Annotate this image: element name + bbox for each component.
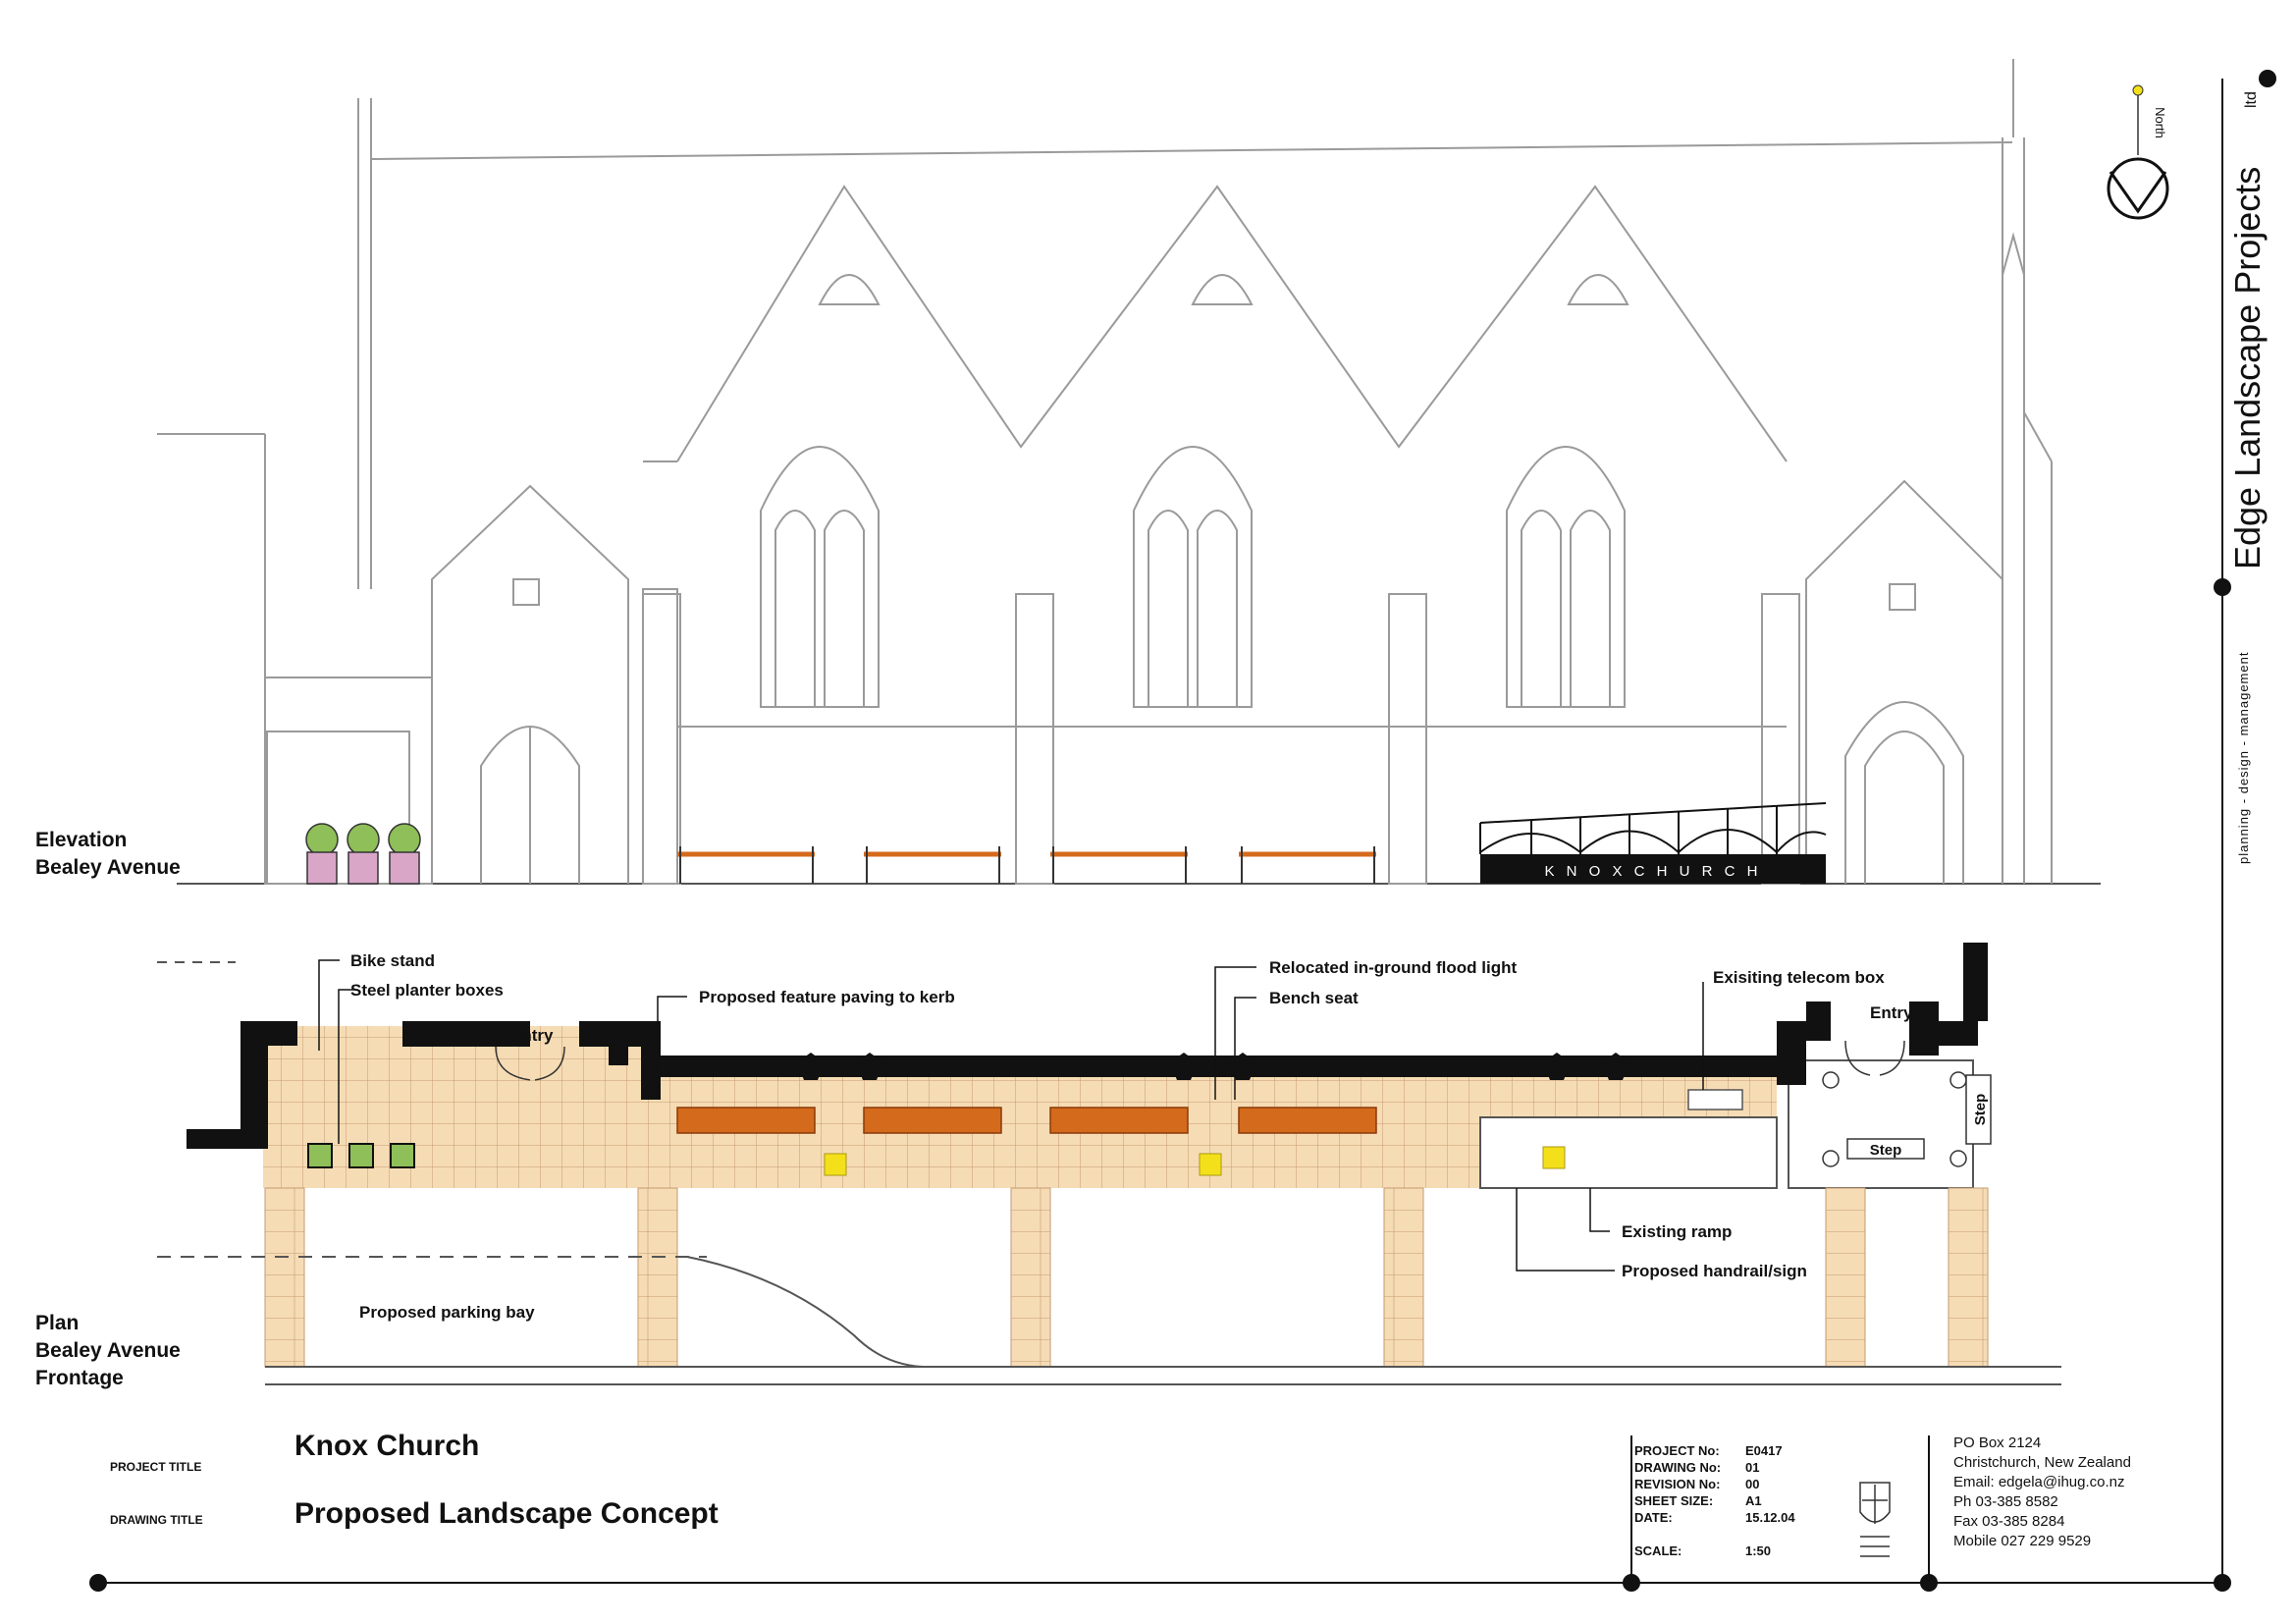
sheet-border (98, 79, 2223, 1584)
elevation-title-line2: Bealey Avenue (35, 856, 181, 879)
north-arrow-dot (2132, 84, 2144, 96)
planter-box-plan-2 (348, 1143, 374, 1168)
field-value-drawing-no: 01 (1745, 1460, 1759, 1475)
north-arrow: North (2107, 84, 2169, 220)
step-box-horizontal (1846, 1138, 1925, 1160)
porch-column-right (1949, 1150, 1967, 1167)
elevation-ramp-railing (1479, 802, 1827, 854)
bench-elevation-3 (1050, 846, 1188, 884)
field-label-sheet-size: SHEET SIZE: (1634, 1493, 1713, 1508)
kerb-lines (157, 961, 2061, 1385)
plan-title-line3: Frontage (35, 1367, 124, 1389)
flood-light-label: Relocated in-ground flood light (1269, 958, 1517, 977)
address-line-4: Ph 03-385 8582 (1953, 1493, 2058, 1510)
telecom-box-label: Exisiting telecom box (1713, 968, 1885, 987)
paving-pier-1 (264, 1187, 305, 1368)
field-value-date: 15.12.04 (1745, 1510, 1795, 1525)
address-line-2: Christchurch, New Zealand (1953, 1454, 2131, 1471)
planter-box-plan-3 (390, 1143, 415, 1168)
telecom-box (1687, 1089, 1743, 1110)
project-title: Knox Church (294, 1430, 479, 1462)
planter-box-elevation-2 (347, 823, 380, 885)
entry-column-right (1949, 1071, 1967, 1089)
plan-title-line2: Bealey Avenue (35, 1339, 181, 1362)
address-line-1: PO Box 2124 (1953, 1435, 2041, 1451)
knox-church-sign (1480, 854, 1826, 884)
project-info-fields: PROJECT No: E0417 DRAWING No: 01 REVISIO… (1634, 1443, 1795, 1558)
elevation-planter-boxes (305, 823, 421, 885)
porch-column-left (1822, 1150, 1840, 1167)
plan-title-line1: Plan (35, 1312, 79, 1334)
field-label-date: DATE: (1634, 1510, 1673, 1525)
bench-seat-plan-2 (863, 1107, 1002, 1134)
entry-column-left (1822, 1071, 1840, 1089)
field-label-drawing-no: DRAWING No: (1634, 1460, 1721, 1475)
step-vertical-label: Step (1972, 1094, 1989, 1126)
address-line-3: Email: edgela@ihug.co.nz (1953, 1474, 2125, 1490)
flood-light-2 (1199, 1153, 1222, 1176)
plan-flood-lights (824, 1146, 1566, 1176)
step-box-vertical (1965, 1074, 1992, 1145)
parking-bay-label: Proposed parking bay (359, 1303, 535, 1322)
planter-box-elevation-1 (305, 823, 339, 885)
entry-door-swings (495, 1040, 1905, 1081)
bench-elevation-4 (1239, 846, 1376, 884)
field-value-project-no: E0417 (1745, 1443, 1783, 1458)
handrail-sign-label: Proposed handrail/sign (1622, 1262, 1807, 1280)
flood-light-3 (1542, 1146, 1566, 1169)
bench-seat-plan-1 (676, 1107, 816, 1134)
buttress-markers (797, 1053, 1629, 1080)
building-wall-outline (187, 943, 1988, 1149)
drawing-title: Proposed Landscape Concept (294, 1497, 719, 1530)
steel-planter-label: Steel planter boxes (350, 981, 504, 1000)
company-name: Edge Landscape Projects (2227, 167, 2268, 569)
paving-pier-3 (1010, 1187, 1051, 1368)
bench-seat-label: Bench seat (1269, 989, 1359, 1007)
field-value-sheet-size: A1 (1745, 1493, 1762, 1508)
field-label-project-no: PROJECT No: (1634, 1443, 1720, 1458)
field-label-scale: SCALE: (1634, 1543, 1682, 1558)
bench-elevation-2 (864, 846, 1001, 884)
company-tagline: planning - design - management (2236, 652, 2251, 864)
field-label-revision-no: REVISION No: (1634, 1477, 1720, 1491)
address-line-6: Mobile 027 229 9529 (1953, 1533, 2091, 1549)
existing-ramp-label: Existing ramp (1622, 1222, 1732, 1241)
compass-icon (2107, 157, 2169, 220)
planter-box-plan-1 (307, 1143, 333, 1168)
company-suffix: ltd (2243, 91, 2260, 108)
field-value-revision-no: 00 (1745, 1477, 1759, 1491)
company-address: PO Box 2124 Christchurch, New Zealand Em… (1953, 1435, 2131, 1549)
bench-elevation-1 (677, 846, 815, 884)
church-elevation (157, 59, 2101, 885)
plan-planter-boxes (307, 1143, 415, 1168)
flood-light-1 (824, 1153, 847, 1176)
north-label: North (2153, 107, 2167, 138)
project-title-label: PROJECT TITLE (110, 1460, 201, 1474)
paving-pier-4 (1383, 1187, 1424, 1368)
address-line-5: Fax 03-385 8284 (1953, 1513, 2064, 1530)
paving-pier-2 (637, 1187, 678, 1368)
plan-benches (676, 1107, 1377, 1134)
knox-church-sign-text: K N O X C H U R C H (1544, 863, 1761, 880)
drawing-title-label: DRAWING TITLE (110, 1513, 203, 1527)
feature-paving-label: Proposed feature paving to kerb (699, 988, 955, 1006)
elevation-benches (677, 846, 1376, 884)
bench-seat-plan-4 (1238, 1107, 1377, 1134)
planter-box-elevation-3 (388, 823, 421, 885)
step-horizontal-label: Step (1870, 1142, 1902, 1159)
institute-emblem (1859, 1482, 1891, 1557)
paving-pier-5 (1825, 1187, 1866, 1368)
bike-stand-label: Bike stand (350, 951, 435, 970)
entry-left-label: Entry (510, 1026, 554, 1045)
paving-pier-6 (1948, 1187, 1989, 1368)
border-dots (89, 70, 2276, 1592)
bench-seat-plan-3 (1049, 1107, 1189, 1134)
elevation-title-line1: Elevation (35, 829, 127, 851)
existing-ramp (1479, 1116, 1778, 1189)
field-value-scale: 1:50 (1745, 1543, 1771, 1558)
callout-leaders (318, 959, 1704, 1272)
entry-landing (1788, 1059, 1974, 1189)
entry-right-label: Entry (1870, 1003, 1913, 1022)
